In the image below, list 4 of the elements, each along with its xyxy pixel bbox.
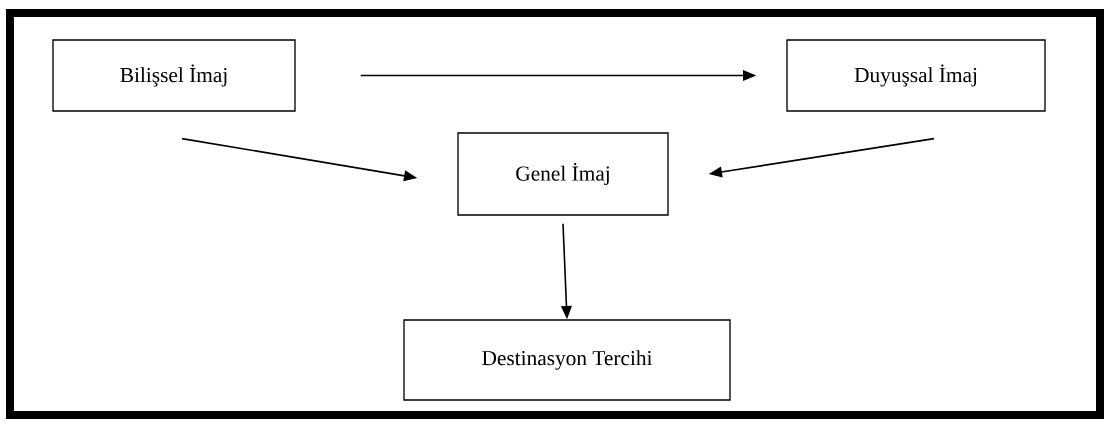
process-box: Duyuşsal İmaj [786,39,1046,112]
process-box: Genel İmaj [457,132,669,216]
process-box: Destinasyon Tercihi [403,319,731,401]
process-box: Bilişsel İmaj [52,39,296,112]
